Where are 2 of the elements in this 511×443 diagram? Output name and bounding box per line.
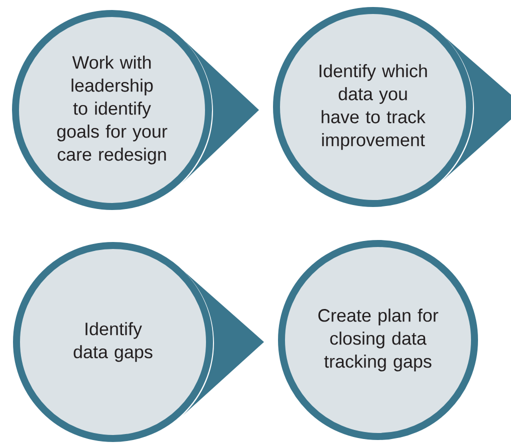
pointer-arrow [442,35,511,181]
pointer-arrow [182,270,264,416]
